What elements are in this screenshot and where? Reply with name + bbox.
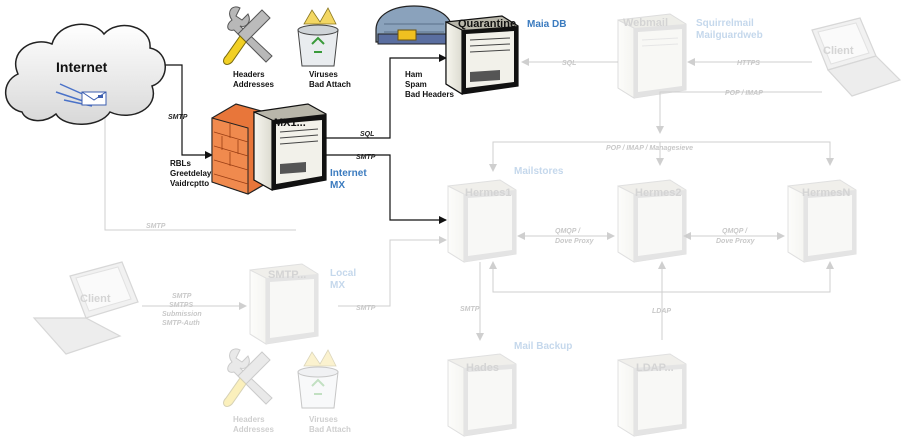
hermes1-server <box>447 179 517 263</box>
tools-top-line2: Addresses <box>233 80 274 89</box>
edge-label-dove-1: Dove Proxy <box>555 238 595 245</box>
smtp-local-label: SMTP... <box>268 269 306 281</box>
recycle-bin-icon-top <box>297 7 339 67</box>
client-proto-line3: Submission <box>162 311 202 318</box>
edge-label-qmqp-1: QMQP / <box>555 228 581 235</box>
tools-bottom-line1: Headers <box>233 415 265 424</box>
client-top-laptop <box>811 17 902 97</box>
mail-backup-label: Mail Backup <box>514 341 572 352</box>
checks-line1: RBLs <box>170 159 191 168</box>
tools-bottom-line2: Addresses <box>233 425 274 434</box>
hermesn-label: HermesN <box>802 187 850 199</box>
edge-label-ldap: LDAP <box>652 308 671 315</box>
ham-line3: Bad Headers <box>405 90 454 99</box>
webmail-server <box>617 13 687 99</box>
quarantine-label: Quarantine <box>458 18 516 30</box>
tools-top-line1: Headers <box>233 70 265 79</box>
edge-label-smtp-local: SMTP <box>356 305 376 312</box>
squirrelmail-label: Squirrelmail <box>696 18 754 29</box>
cloud-shape <box>4 23 166 125</box>
ldap-server <box>617 353 687 437</box>
client-top-label: Client <box>823 45 854 57</box>
client-proto-line1: SMTP <box>172 293 192 300</box>
hermesn-server <box>787 179 857 263</box>
edge-label-pop-imap-manage: POP / IMAP / Managesieve <box>606 145 693 152</box>
edge-ldap-h1 <box>489 261 663 340</box>
edge-internet-mx <box>162 64 213 159</box>
viruses-top-line2: Bad Attach <box>309 80 351 89</box>
smtp-local-server <box>249 263 319 345</box>
viruses-top-line1: Viruses <box>309 70 338 79</box>
mx1-label: MX1... <box>274 117 306 129</box>
edge-smtp-local-hermes <box>338 236 447 307</box>
edge-label-smtp-mx: SMTP <box>356 154 376 161</box>
maia-db-label: Maia DB <box>527 19 566 30</box>
mailguardweb-label: Mailguardweb <box>696 30 763 41</box>
hermes2-server <box>617 179 687 263</box>
hades-server <box>447 353 517 437</box>
hermes2-label: Hermes2 <box>635 187 681 199</box>
internet-label: Internet <box>56 59 108 75</box>
quarantine-vault-icon <box>375 5 453 45</box>
edge-label-smtp-hades: SMTP <box>460 306 480 313</box>
internet-mx-line1: Internet <box>330 168 367 179</box>
internet-cloud: Internet <box>4 23 166 125</box>
hades-label: Hades <box>466 362 499 374</box>
ham-line2: Spam <box>405 80 427 89</box>
edge-label-smtp-in: SMTP <box>168 114 188 121</box>
edge-label-smtp-back: SMTP <box>146 223 166 230</box>
edge-label-dove-2: Dove Proxy <box>716 238 756 245</box>
mx1-server <box>253 103 327 192</box>
client-proto-line4: SMTP-Auth <box>162 320 200 327</box>
webmail-label: Webmail <box>623 17 668 29</box>
checks-line3: Vaidrcptto <box>170 179 209 188</box>
email-icon <box>55 83 107 107</box>
edge-mailstores-bus <box>489 141 834 172</box>
local-mx-line1: Local <box>330 268 356 279</box>
edge-label-pop-imap: POP / IMAP <box>725 90 763 97</box>
recycle-bin-icon-bottom <box>297 349 339 409</box>
edge-label-qmqp-2: QMQP / <box>722 228 748 235</box>
local-mx-line2: MX <box>330 280 345 291</box>
mailstores-label: Mailstores <box>514 166 564 177</box>
edge-ldap-hn <box>662 261 834 293</box>
viruses-bottom-line1: Viruses <box>309 415 338 424</box>
client-left-label: Client <box>80 293 111 305</box>
quarantine-server <box>445 15 519 96</box>
edge-label-sql-web: SQL <box>562 60 576 67</box>
edge-pop-imap <box>656 91 822 134</box>
edge-mx-quarantine <box>325 54 447 139</box>
edge-label-sql-mx: SQL <box>360 131 374 138</box>
edge-labels: SMTP SQL SMTP SQL HTTPS POP / IMAP POP /… <box>146 60 763 315</box>
tools-icon-top <box>223 6 273 65</box>
viruses-bottom-line2: Bad Attach <box>309 425 351 434</box>
edge-label-https: HTTPS <box>737 60 760 67</box>
tools-icon-bottom <box>223 348 273 407</box>
client-proto-line2: SMTPS <box>169 302 193 309</box>
checks-line2: Greetdelay <box>170 169 212 178</box>
edge-smtp-back <box>101 94 296 231</box>
internet-mx-line2: MX <box>330 180 345 191</box>
ldap-label: LDAP... <box>636 362 674 374</box>
edge-mx-hermes <box>325 154 447 224</box>
client-left-laptop <box>32 261 139 355</box>
ham-line1: Ham <box>405 70 422 79</box>
hermes1-label: Hermes1 <box>465 187 511 199</box>
